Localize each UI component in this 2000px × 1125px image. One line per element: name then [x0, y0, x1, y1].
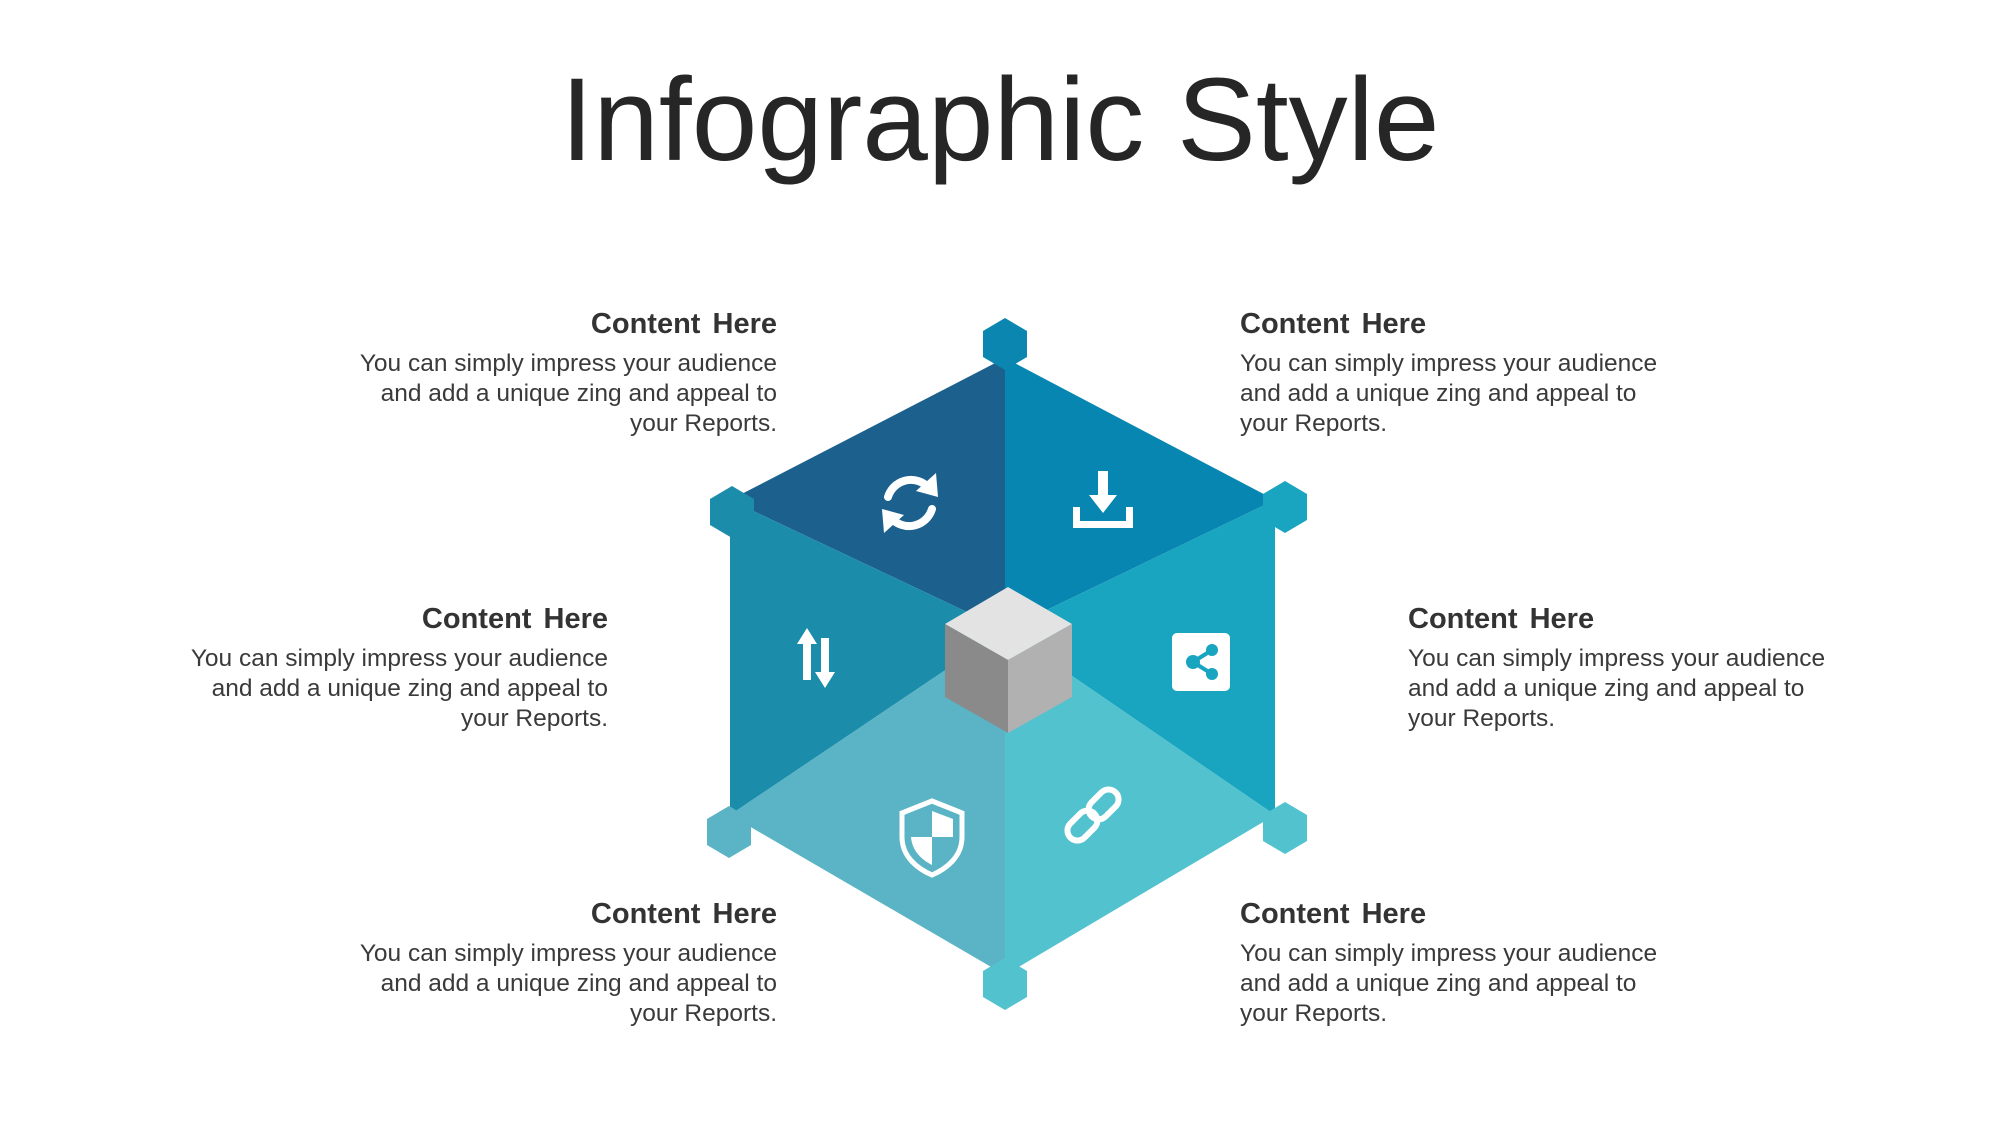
content-heading: Content Here [590, 898, 777, 930]
corner-knob-bottom-left [707, 806, 751, 858]
corner-knob-bottom [983, 958, 1027, 1010]
content-body: You can simply impress your audience and… [190, 645, 608, 732]
content-heading: Content Here [1408, 603, 1595, 635]
content-block-mid-left: Content Here You can simply impress your… [168, 603, 608, 734]
shield-icon [899, 798, 965, 878]
content-block-top-left: Content Here You can simply impress your… [337, 308, 777, 439]
content-body: You can simply impress your audience and… [359, 350, 777, 437]
segment-mid-left[interactable] [730, 500, 1005, 815]
content-body: You can simply impress your audience and… [1240, 350, 1658, 437]
segment-bottom-right[interactable] [1005, 630, 1275, 975]
segment-mid-right[interactable] [1005, 500, 1275, 815]
content-block-bottom-left: Content Here You can simply impress your… [337, 898, 777, 1029]
content-body: You can simply impress your audience and… [1240, 940, 1658, 1027]
corner-knob-bottom-right [1263, 802, 1307, 854]
content-block-top-right: Content Here You can simply impress your… [1240, 308, 1680, 439]
link-icon [1064, 786, 1122, 844]
content-heading: Content Here [1240, 308, 1427, 340]
content-block-mid-right: Content Here You can simply impress your… [1408, 603, 1848, 734]
corner-knob-top-right [1263, 481, 1307, 533]
cube-top-face [945, 587, 1072, 660]
page-title: Infographic Style [560, 54, 1440, 186]
segment-bottom-left[interactable] [730, 630, 1005, 975]
sort-arrows-icon [797, 628, 835, 688]
content-body: You can simply impress your audience and… [359, 940, 777, 1027]
content-body: You can simply impress your audience and… [1408, 645, 1826, 732]
refresh-icon [882, 473, 938, 533]
content-block-bottom-right: Content Here You can simply impress your… [1240, 898, 1680, 1029]
content-heading: Content Here [421, 603, 608, 635]
content-heading: Content Here [590, 308, 777, 340]
content-heading: Content Here [1240, 898, 1427, 930]
corner-knob-top-left [710, 486, 754, 538]
cube-left-face [945, 624, 1008, 733]
segment-top-right[interactable] [1005, 358, 1275, 630]
download-icon [1073, 471, 1133, 528]
cube-right-face [1008, 624, 1072, 733]
segment-top-left-main[interactable] [730, 358, 1005, 630]
corner-knob-top [983, 318, 1027, 370]
share-icon [1172, 633, 1230, 691]
